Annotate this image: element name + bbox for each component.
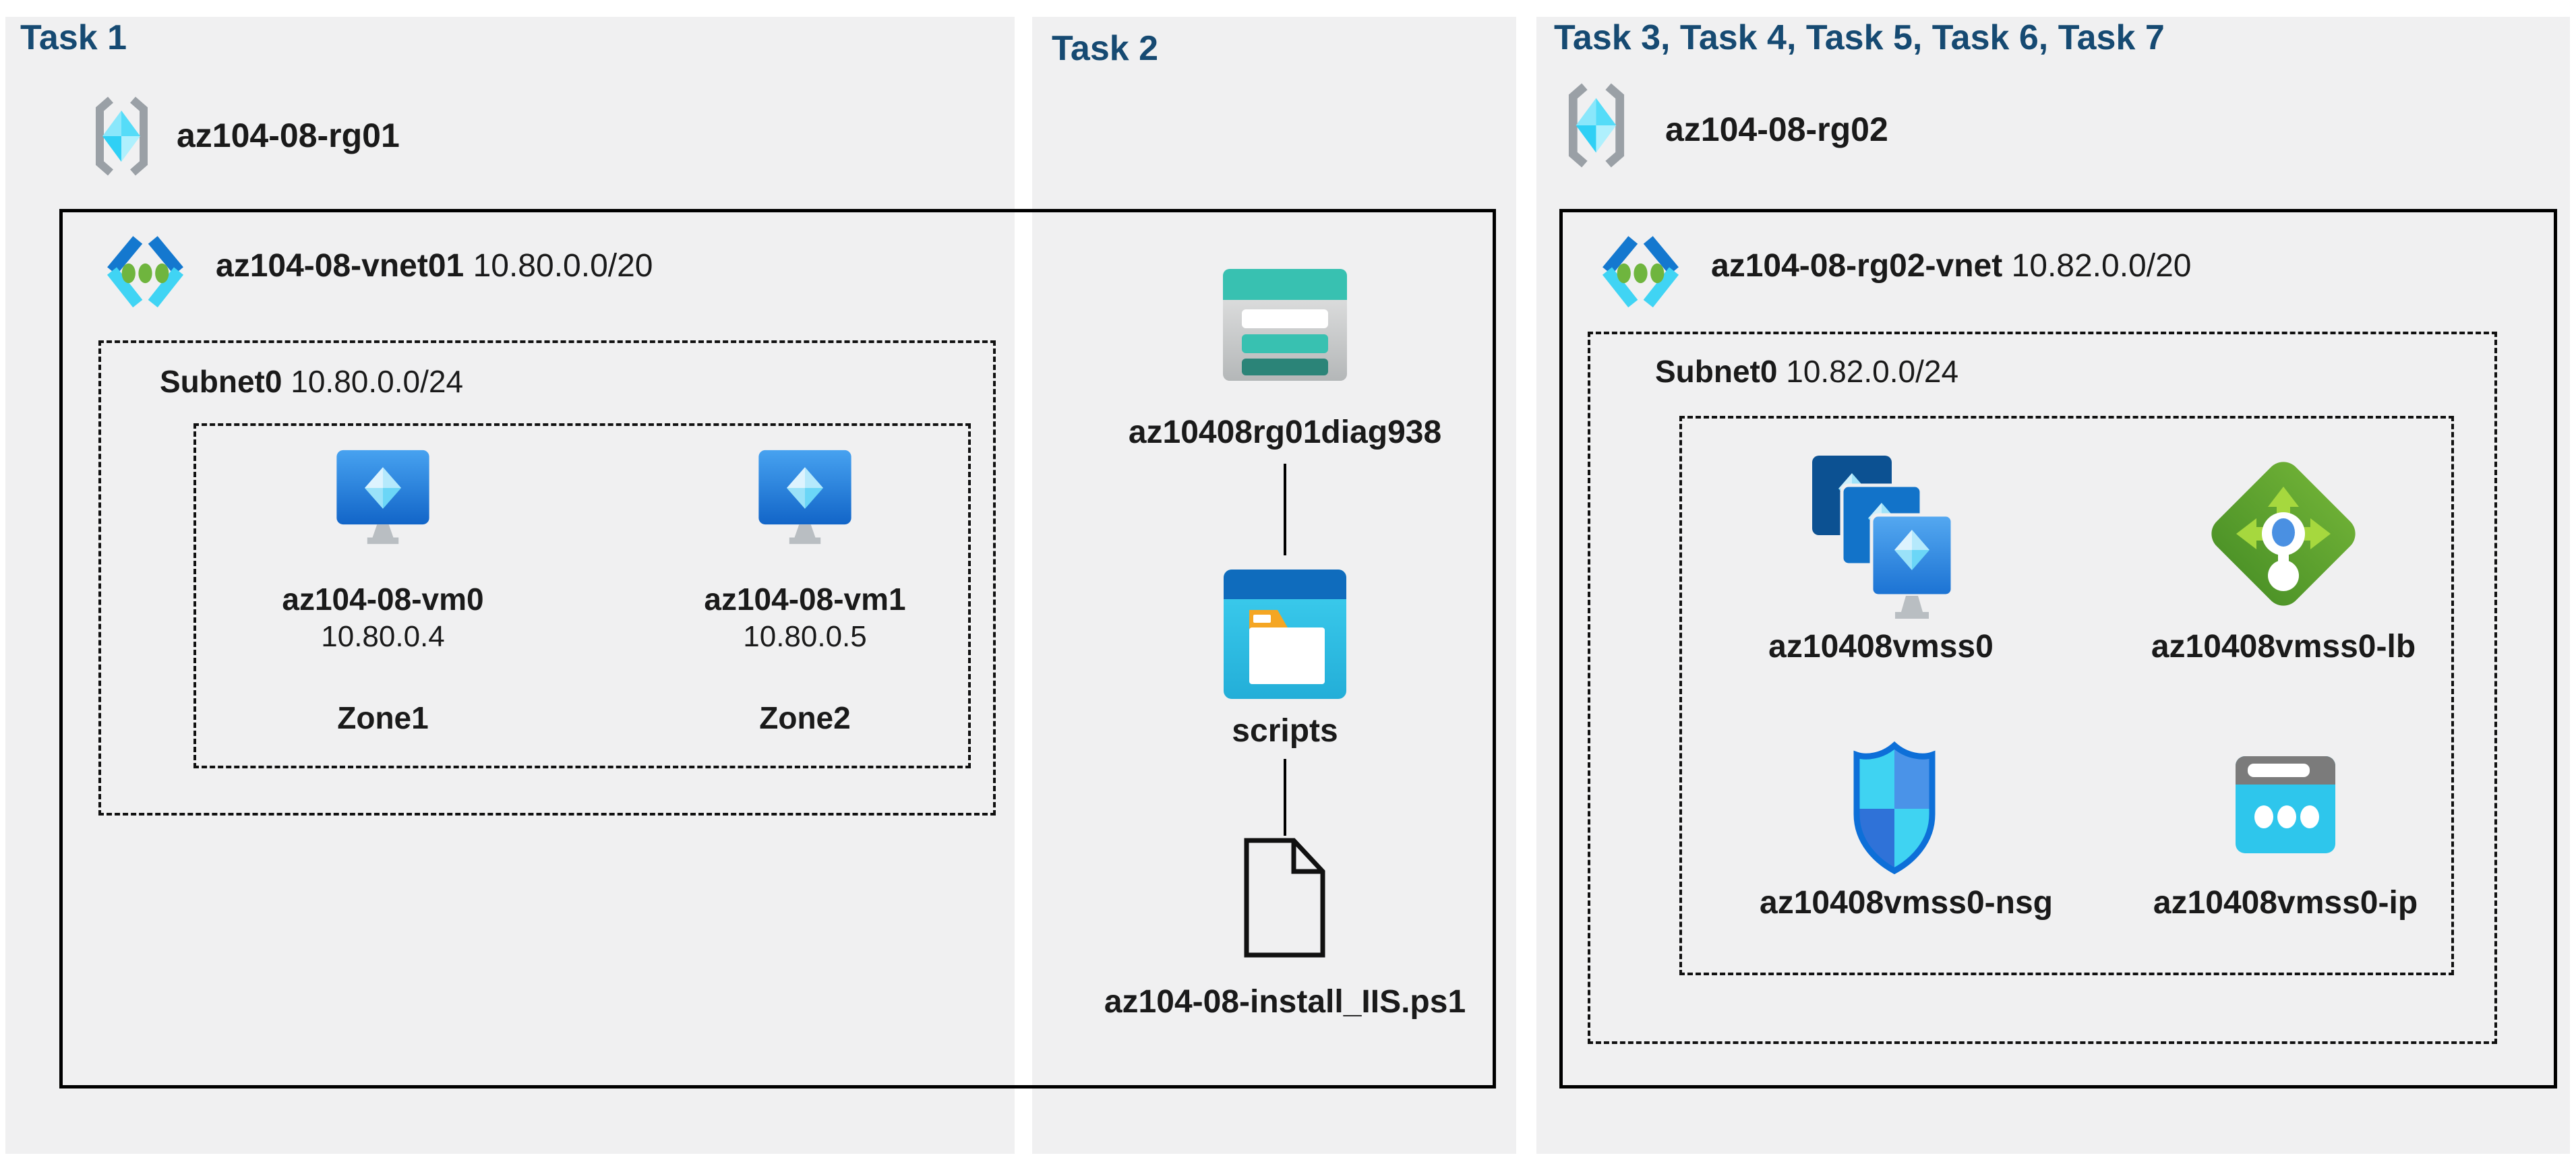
vm-name: az104-08-vm1	[704, 582, 906, 617]
vm-zone: Zone1	[337, 700, 429, 735]
load-balancer-icon	[2211, 462, 2356, 606]
vnet-label: az104-08-rg02-vnet 10.82.0.0/20	[1711, 248, 2191, 284]
network-security-group-icon	[1853, 741, 1936, 875]
task3-title: Task 3, Task 4, Task 5, Task 6, Task 7	[1554, 18, 2165, 57]
resource-group-name: az104-08-rg01	[177, 117, 400, 154]
vm-scale-set-icon	[1812, 456, 1954, 619]
vnet-name: az104-08-rg02-vnet	[1711, 248, 2003, 284]
vnet-name: az104-08-vnet01	[216, 248, 465, 284]
blob-container-icon	[1224, 570, 1346, 699]
virtual-network-icon	[107, 236, 184, 308]
nsg-name: az10408vmss0-nsg	[1760, 885, 2053, 921]
subnet-cidr: 10.82.0.0/24	[1786, 354, 1959, 389]
script-file-name: az104-08-install_IIS.ps1	[1104, 984, 1466, 1020]
resources-dashed-box	[1679, 416, 2454, 975]
vm-ip: 10.80.0.4	[321, 620, 445, 653]
vnet-cidr: 10.82.0.0/20	[2011, 248, 2192, 284]
availability-zone-dashed-box	[193, 423, 971, 768]
public-ip-icon	[2236, 756, 2335, 853]
virtual-machine-icon	[336, 450, 429, 545]
task1-panel	[5, 17, 1015, 1154]
container-name: scripts	[1232, 713, 1338, 749]
load-balancer-name: az10408vmss0-lb	[2151, 629, 2416, 665]
subnet-label: Subnet0 10.80.0.0/24	[160, 364, 463, 399]
public-ip-name: az10408vmss0-ip	[2153, 885, 2418, 921]
vm-zone: Zone2	[759, 700, 851, 735]
connector-line	[1284, 759, 1286, 836]
virtual-network-icon	[1602, 236, 1679, 308]
virtual-machine-icon	[758, 450, 851, 545]
vnet-label: az104-08-vnet01 10.80.0.0/20	[216, 248, 653, 284]
resource-group-icon	[1568, 83, 1625, 168]
vnet-boundary-box	[1559, 209, 2557, 1088]
vmss-name: az10408vmss0	[1768, 629, 1994, 665]
task3-panel	[1536, 17, 2570, 1154]
connector-line	[1284, 464, 1286, 555]
subnet-dashed-box	[98, 340, 996, 816]
task1-title: Task 1	[20, 18, 127, 57]
vnet-cidr: 10.80.0.0/20	[473, 248, 653, 284]
vm-name: az104-08-vm0	[282, 582, 484, 617]
storage-account-name: az10408rg01diag938	[1128, 415, 1442, 450]
vnet-boundary-box	[59, 209, 1496, 1088]
subnet-dashed-box	[1588, 332, 2497, 1044]
resource-group-icon	[96, 96, 148, 176]
subnet-label: Subnet0 10.82.0.0/24	[1655, 354, 1958, 389]
subnet-cidr: 10.80.0.0/24	[291, 364, 464, 399]
subnet-name: Subnet0	[1655, 354, 1778, 389]
vm-ip: 10.80.0.5	[743, 620, 867, 653]
task2-title: Task 2	[1052, 29, 1159, 68]
resource-group-name: az104-08-rg02	[1665, 111, 1888, 148]
file-icon	[1244, 838, 1325, 958]
subnet-name: Subnet0	[160, 364, 282, 399]
storage-account-icon	[1223, 269, 1347, 381]
